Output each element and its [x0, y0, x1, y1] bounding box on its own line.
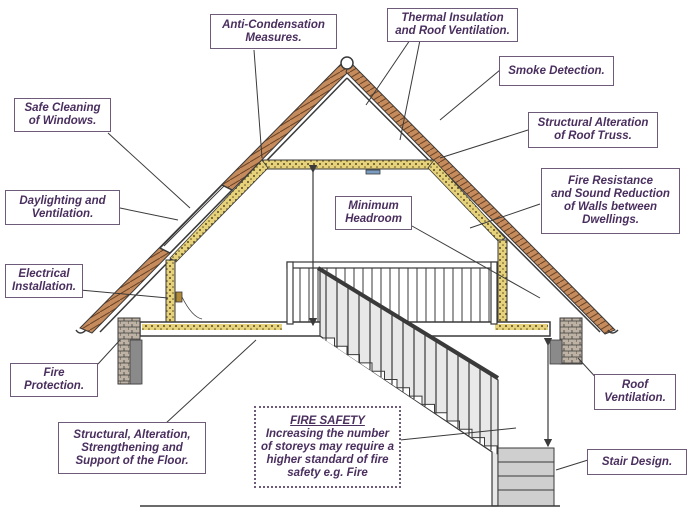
stair-base-block	[497, 447, 555, 507]
insulation-right-slope	[427, 159, 506, 243]
stair-step	[334, 345, 348, 355]
gutter-left	[75, 329, 87, 334]
stair-step	[397, 387, 410, 397]
smoke-detector	[365, 169, 381, 175]
label-structural-alteration-truss: Structural Alteration of Roof Truss.	[528, 112, 658, 148]
label-fire-resistance: Fire Resistance and Sound Reduction of W…	[541, 168, 680, 234]
label-structural-floor: Structural, Alteration, Strengthening an…	[58, 422, 206, 474]
label-minimum-headroom: Minimum Headroom	[335, 196, 412, 230]
label-electrical: Electrical Installation.	[5, 264, 83, 298]
label-roof-ventilation: Roof Ventilation.	[594, 374, 676, 410]
knee-wall-left	[165, 259, 176, 326]
stair-step	[472, 437, 485, 446]
label-stair-design: Stair Design.	[587, 449, 687, 475]
gutter-right	[607, 329, 619, 334]
leader-lines	[79, 39, 601, 471]
stair-step	[359, 362, 373, 372]
fire-safety-box: FIRE SAFETY Increasing the number of sto…	[254, 406, 401, 488]
label-smoke-detection: Smoke Detection.	[499, 56, 614, 86]
knee-wall-right	[497, 239, 508, 326]
stair-step	[447, 420, 460, 430]
label-fire-protection: Fire Protection.	[10, 363, 98, 397]
fire-safety-title: FIRE SAFETY	[290, 414, 365, 427]
label-thermal-insulation: Thermal Insulation and Roof Ventilation.	[387, 8, 518, 42]
wall-right-upper	[549, 339, 563, 365]
wall-right	[559, 317, 583, 365]
wall-left-upper	[129, 339, 143, 385]
roof-window	[158, 184, 234, 254]
stair-step	[384, 379, 398, 388]
label-anti-condensation: Anti-Condensation Measures.	[210, 14, 337, 49]
label-daylighting: Daylighting and Ventilation.	[5, 190, 120, 225]
floor-insulation-left	[142, 324, 282, 330]
stair-step	[422, 403, 435, 413]
insulation-left-slope	[169, 159, 269, 263]
label-safe-cleaning: Safe Cleaning of Windows.	[14, 98, 111, 132]
electrical-socket	[175, 291, 183, 303]
floor-insulation-right	[495, 324, 548, 330]
collar-insulation	[261, 159, 435, 170]
ridge-cap	[340, 56, 354, 70]
staircase	[316, 266, 555, 507]
